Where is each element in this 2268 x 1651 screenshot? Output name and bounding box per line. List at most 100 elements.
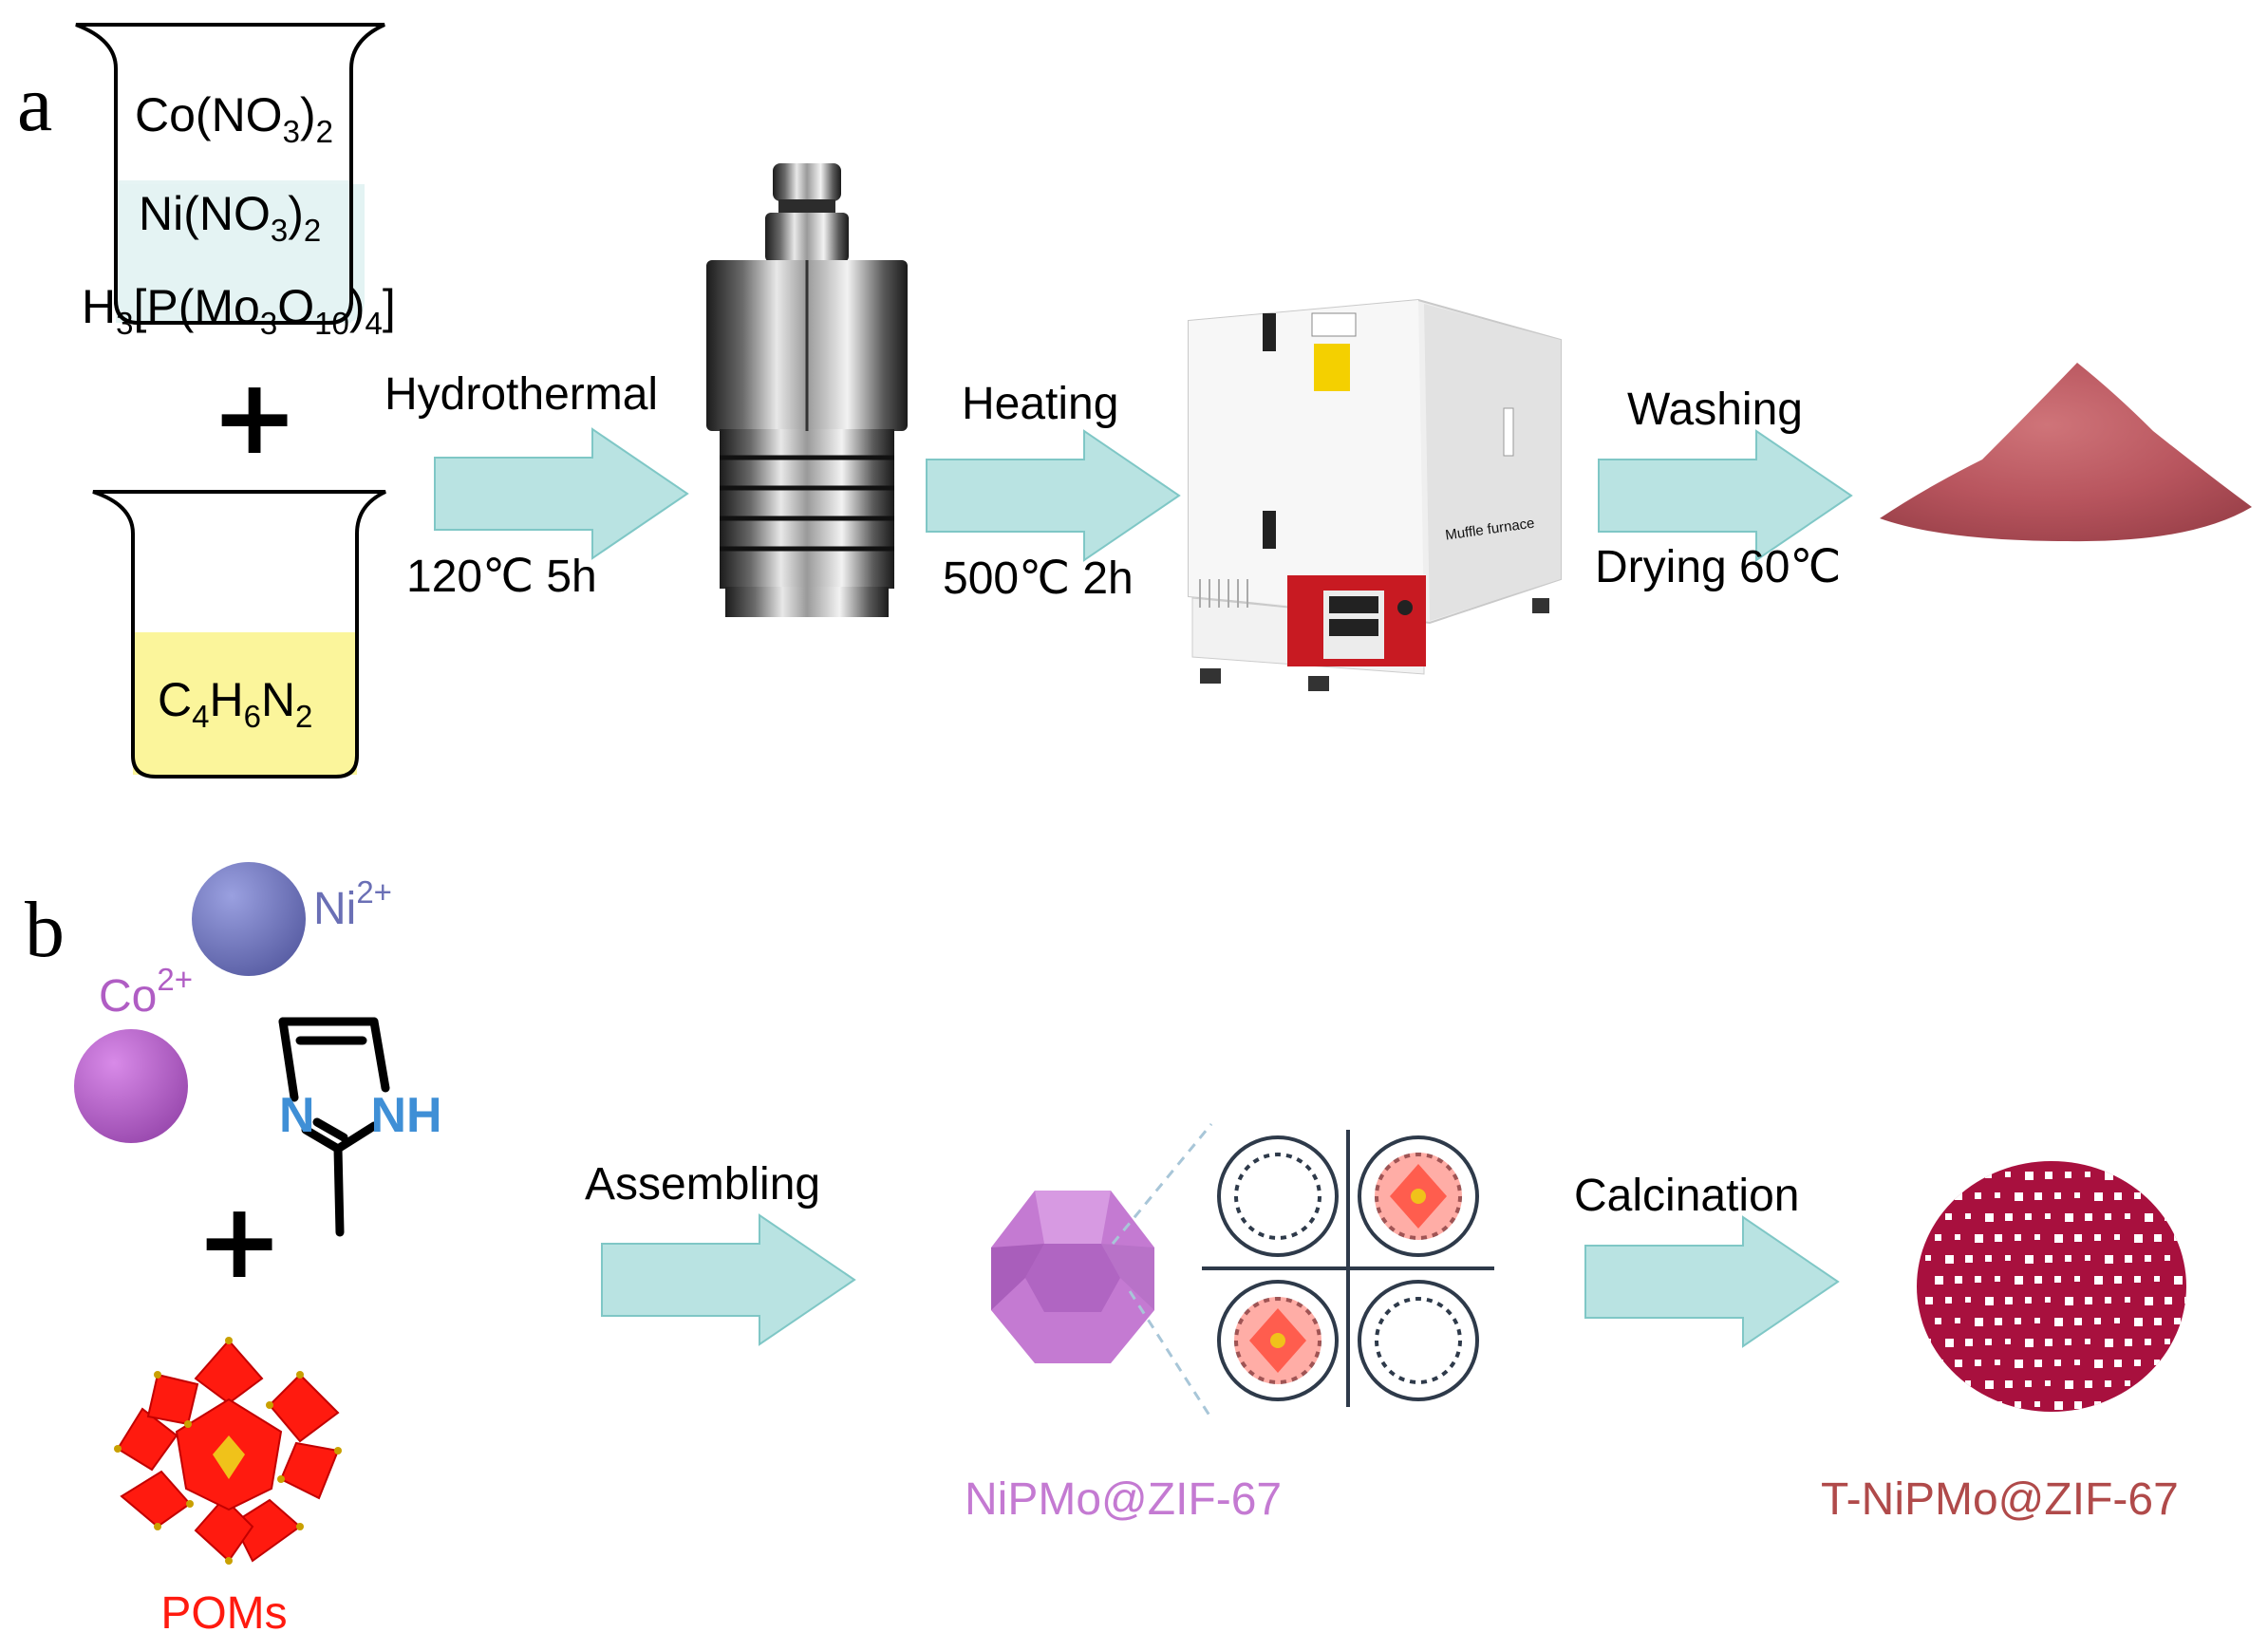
sphere-pore — [1975, 1192, 1981, 1199]
sphere-pore — [2065, 1213, 2073, 1222]
sphere-pore — [2025, 1255, 2034, 1264]
sphere-pore — [2194, 1192, 2202, 1200]
sphere-pore — [2145, 1255, 2151, 1262]
sphere-pore — [2114, 1192, 2122, 1200]
formula-part: ) — [348, 280, 366, 333]
reagent-methylimidazole: C4H6N2 — [158, 673, 312, 732]
sphere-pore — [1965, 1213, 1971, 1219]
sphere-pore — [2114, 1401, 2120, 1407]
sphere-pore — [2125, 1213, 2130, 1219]
sphere-pore — [2054, 1360, 2061, 1366]
sphere-pore — [2184, 1255, 2186, 1264]
sphere-pore — [1925, 1297, 1933, 1304]
sphere-pore — [2065, 1380, 2073, 1389]
sphere-pore — [1925, 1255, 1931, 1261]
sphere-pore — [2085, 1339, 2090, 1344]
sphere-pore — [1985, 1339, 1992, 1345]
ni-ion-label: Ni2+ — [313, 874, 392, 934]
sphere-pore — [2045, 1172, 2052, 1179]
step-washing-label: Washing — [1627, 385, 1803, 435]
sphere-pore — [2165, 1297, 2172, 1304]
sphere-pore — [1955, 1276, 1962, 1284]
ligand-n-atom: N — [279, 1088, 315, 1143]
formula-part: O — [277, 280, 315, 333]
formula-part: [P(Mo — [133, 280, 260, 333]
step-heating-label: Heating — [962, 379, 1119, 429]
sphere-pore — [1945, 1213, 1952, 1220]
sphere-pore — [1935, 1360, 1943, 1368]
sphere-pore — [2074, 1192, 2080, 1198]
sphere-pore — [2194, 1234, 2200, 1240]
sphere-pore — [1985, 1213, 1994, 1222]
sphere-pore — [2085, 1297, 2092, 1304]
beaker-imidazole — [92, 490, 386, 779]
sphere-pore — [1995, 1401, 2002, 1409]
sphere-pore — [1985, 1297, 1994, 1305]
sphere-pore — [2105, 1213, 2111, 1220]
sphere-pore — [2034, 1192, 2042, 1200]
sphere-pore — [1985, 1255, 1992, 1262]
sphere-pore — [2145, 1380, 2153, 1389]
sphere-pore — [2114, 1360, 2122, 1367]
sphere-pore — [2105, 1339, 2113, 1347]
ni-ion-sphere — [192, 862, 306, 976]
sphere-pore — [2165, 1172, 2170, 1177]
panel-b-letter: b — [25, 886, 65, 974]
sphere-pore — [2015, 1192, 2023, 1201]
sphere-pore — [2054, 1401, 2063, 1410]
step-hydrothermal-label: Hydrothermal — [384, 369, 659, 420]
sphere-pore — [2094, 1318, 2101, 1324]
plus-sign-a: + — [211, 356, 299, 478]
sphere-pore — [2074, 1234, 2082, 1242]
arrow-calcination — [1584, 1215, 1840, 1348]
sphere-pore — [2165, 1380, 2172, 1388]
sphere-pore — [2174, 1360, 2183, 1368]
sphere-pore — [2154, 1318, 2162, 1325]
sphere-pore — [2094, 1192, 2103, 1201]
formula-part: 3 — [116, 306, 134, 341]
formula-part: N — [260, 673, 296, 726]
formula-part: C — [158, 673, 193, 726]
sphere-pore — [2145, 1297, 2153, 1305]
sphere-pore — [2134, 1401, 2143, 1410]
step-calcination-label: Calcination — [1574, 1171, 1800, 1221]
co-ion-sphere — [74, 1029, 188, 1143]
formula-part: ] — [382, 280, 396, 333]
sphere-pore — [2174, 1234, 2181, 1241]
sphere-pore — [2034, 1234, 2040, 1240]
sphere-pore — [2184, 1339, 2186, 1347]
sphere-pore — [2125, 1297, 2130, 1303]
calcined-sphere-image — [1917, 1161, 2186, 1412]
sphere-pore — [2025, 1380, 2032, 1387]
sphere-pore — [2154, 1234, 2162, 1242]
sphere-pore — [2034, 1276, 2042, 1284]
sphere-pore — [2034, 1318, 2040, 1323]
sphere-pore — [2184, 1297, 2186, 1304]
sphere-pore — [1925, 1213, 1933, 1221]
sphere-pore — [2165, 1213, 2172, 1221]
zif-crystal-polyhedron — [991, 1191, 1154, 1363]
sphere-pore — [2005, 1213, 2013, 1221]
sphere-pore — [2114, 1318, 2120, 1323]
sphere-pore — [1945, 1380, 1952, 1387]
autoclave-image — [706, 163, 908, 617]
zif-framework-structure — [1202, 1130, 1494, 1407]
sphere-pore — [2134, 1234, 2143, 1243]
sphere-pore — [2054, 1318, 2063, 1326]
sphere-pore — [1935, 1234, 1941, 1241]
formula-part: H — [82, 280, 117, 333]
sphere-pore — [1925, 1172, 1931, 1177]
sphere-pore — [2174, 1401, 2181, 1408]
sphere-pore — [2094, 1234, 2101, 1241]
sphere-pore — [2105, 1172, 2113, 1180]
sphere-pore — [2094, 1360, 2103, 1368]
sphere-pore — [2005, 1297, 2013, 1304]
sphere-pore — [1945, 1255, 1954, 1264]
sphere-pore — [2184, 1172, 2186, 1180]
sphere-pore — [1995, 1192, 2000, 1198]
product-nipmo-zif67-label: NiPMo@ZIF-67 — [965, 1474, 1283, 1525]
sphere-pore — [2005, 1255, 2011, 1261]
formula-part: 6 — [243, 699, 261, 734]
reagent-phosphomolybdic-acid: H3[P(Mo3O10)4] — [82, 280, 396, 339]
formula-part: 4 — [365, 306, 383, 341]
